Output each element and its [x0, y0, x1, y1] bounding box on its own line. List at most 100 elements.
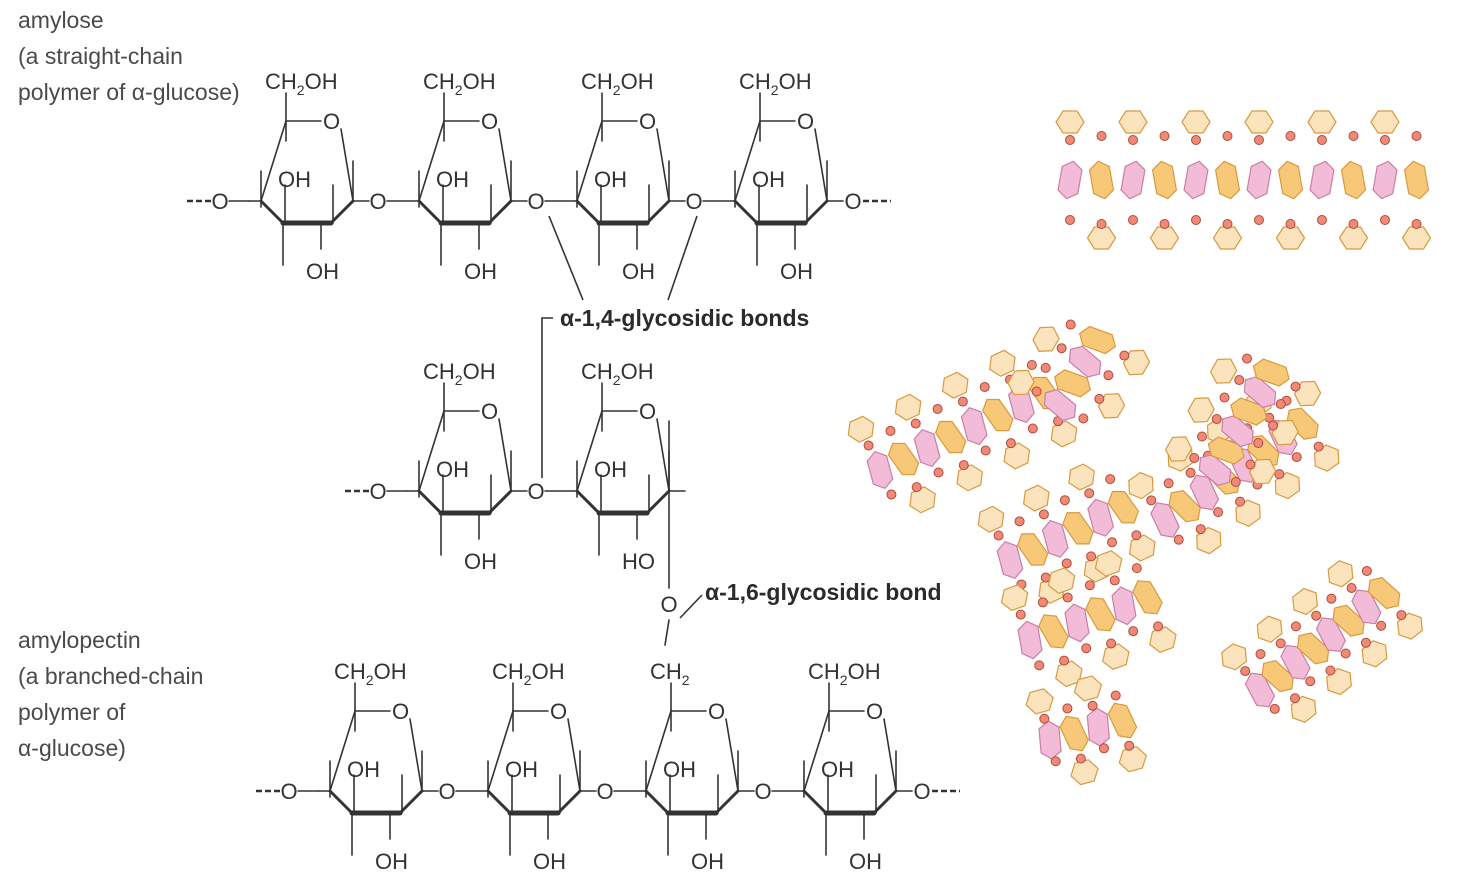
bond-line	[328, 789, 354, 815]
glycosidic-link-dot	[1254, 135, 1264, 145]
glycosidic-link-dot	[1038, 509, 1049, 520]
glucose-unit-shape	[1118, 110, 1148, 134]
glucose-unit-shape	[1252, 358, 1290, 387]
amylopectin-caption-line-2: (a branched-chain	[18, 663, 204, 689]
glycosidic-link-dot	[1015, 609, 1026, 620]
bond-line	[575, 489, 601, 515]
glucose-unit-shape	[1214, 160, 1241, 200]
oh-label: OH	[752, 167, 785, 192]
glucose-unit-shape	[1274, 471, 1301, 500]
bond-leader-lines	[541, 215, 703, 619]
glucose-unit-shape	[1032, 326, 1060, 352]
glucose-unit-shape	[1059, 715, 1089, 752]
bond-line	[645, 199, 671, 225]
glycosidic-link-dot	[1411, 131, 1422, 141]
bond-line	[656, 418, 670, 492]
alpha-1-6-leader	[679, 594, 703, 619]
glycosidic-link-dot	[1087, 700, 1098, 711]
ch2oh-label: CH2OH	[423, 69, 496, 98]
ring-oxygen-label: O	[639, 109, 656, 134]
glycosidic-link-dot	[957, 396, 968, 407]
glucose-unit-shape	[847, 415, 875, 443]
bond-line	[714, 789, 740, 815]
glycosidic-link-dot	[1159, 131, 1170, 141]
glucose-unit-shape	[1022, 484, 1050, 512]
glycosidic-link-dot	[1191, 135, 1201, 145]
bond-line	[398, 789, 424, 815]
glycosidic-link-dot	[1040, 362, 1051, 373]
glycosidic-link-dot	[1059, 655, 1070, 666]
glucose-unit-shape	[1128, 471, 1154, 500]
bond-line	[576, 410, 603, 492]
bond-line	[486, 789, 512, 815]
oh-label: OH	[278, 167, 311, 192]
glycosidic-link-dot	[1230, 477, 1241, 487]
amylose-caption-line-1: amylose	[18, 7, 104, 33]
glycosidic-link-dot	[1146, 495, 1157, 506]
glucose-unit-shape	[1181, 110, 1211, 134]
glycosidic-link-dot	[1110, 690, 1121, 701]
glycosidic-link-dot	[1107, 537, 1118, 548]
glucose-unit-shape	[1025, 688, 1054, 715]
glycosidic-link-dot	[1211, 414, 1222, 425]
glycosidic-link-dot	[1034, 660, 1045, 671]
bond-line	[498, 128, 512, 202]
glucose-unit-shape	[1296, 632, 1330, 665]
bond-line	[487, 710, 514, 792]
glucose-unit-shape	[1221, 643, 1248, 671]
glucose-unit-shape	[960, 406, 988, 446]
amylose-caption-line-3: polymer of α-glucose)	[18, 79, 240, 105]
glucose-unit-shape	[1094, 550, 1123, 577]
glucose-unit-shape	[934, 420, 967, 454]
glycosidic-link-dot	[1222, 131, 1233, 141]
bond-line	[656, 128, 670, 202]
glucose-unit-shape	[1261, 660, 1294, 693]
glycosidic-link-dot	[1005, 438, 1016, 449]
amylopectin-caption: amylopectin (a branched-chain polymer of…	[18, 622, 203, 766]
glycosidic-link-dot	[1245, 459, 1256, 470]
glucose-unit-shape	[1149, 626, 1177, 653]
glucose-unit-shape	[1149, 226, 1180, 250]
glycosidic-link-dot	[1411, 219, 1422, 229]
bond-line	[417, 489, 443, 515]
bond-line	[260, 120, 287, 202]
glycosidic-link-dot	[1075, 753, 1086, 764]
glucose-unit-shape	[1248, 458, 1277, 485]
ch2-label: CH2	[650, 659, 690, 688]
glycosidic-link-dot	[1124, 740, 1135, 751]
alpha-1-4-leader-right	[667, 215, 698, 301]
ring-oxygen-label: O	[481, 109, 498, 134]
glycosidic-link-dot	[1062, 703, 1073, 714]
glycosidic-link-dot	[1346, 582, 1357, 593]
bond-line	[329, 199, 355, 225]
glycosidic-link-dot	[1086, 551, 1097, 562]
glycosidic-link-dot	[1056, 343, 1067, 354]
glucose-unit-shape	[1397, 612, 1423, 640]
bond-line	[883, 718, 897, 792]
oh-label: OH	[533, 849, 566, 874]
oh-label: OH	[505, 757, 538, 782]
glucose-unit-shape	[941, 371, 969, 399]
glycosidic-link-dot	[1103, 370, 1114, 381]
oh-label: OH	[306, 259, 339, 284]
glucose-unit-shape	[1107, 491, 1140, 524]
glucose-unit-shape	[1068, 345, 1102, 378]
amylopectin-caption-line-4: α-glucose)	[18, 735, 126, 761]
glucose-unit-shape	[1212, 226, 1243, 250]
glucose-unit-shape	[1367, 576, 1401, 610]
ring-oxygen-label: O	[866, 699, 883, 724]
glucose-unit-shape	[1086, 226, 1117, 250]
bond-line	[644, 789, 670, 815]
glycosidic-link-dot	[979, 381, 990, 392]
glycosidic-link-dot	[1027, 423, 1038, 434]
glycosidic-link-dot	[1255, 649, 1266, 660]
glycosidic-link-dot	[1106, 638, 1117, 649]
glycosidic-link-dot	[1109, 575, 1120, 586]
ch2oh-label: CH2OH	[739, 69, 812, 98]
